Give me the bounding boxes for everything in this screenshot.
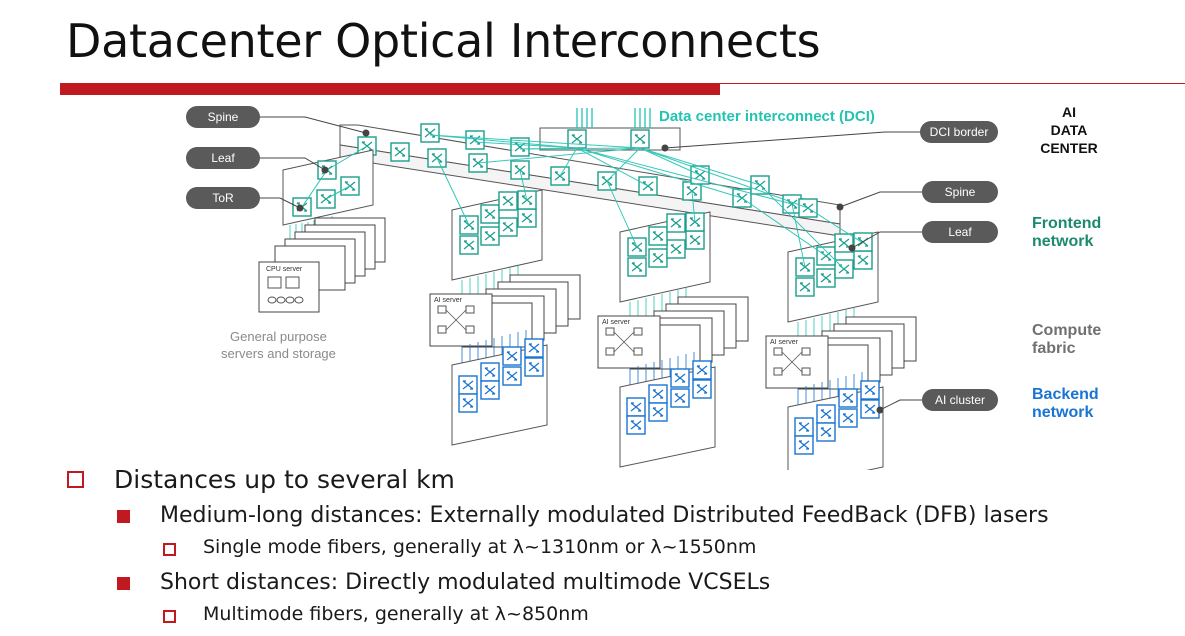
spine-plane — [339, 124, 841, 225]
pill-tor-left-label: ToR — [212, 191, 234, 205]
bullet-marker-l3 — [163, 543, 176, 556]
pill-tor-left: ToR — [186, 187, 260, 209]
title-underline-thick — [60, 84, 720, 95]
cpu-server-label: CPU server — [266, 266, 303, 273]
datacenter-network-diagram: CPU server AI server AI server — [186, 106, 998, 470]
pill-leaf-left: Leaf — [186, 147, 260, 169]
bullet-2: Medium-long distances: Externally modula… — [160, 503, 1049, 528]
pill-spine-right: Spine — [922, 181, 998, 203]
pill-leaf-right-label: Leaf — [948, 225, 972, 239]
bullet-marker-l1 — [67, 471, 84, 488]
compute-fabric-label: Compute fabric — [1032, 322, 1102, 357]
cpu-server-stack: CPU server — [258, 217, 386, 313]
dci-vertical-fibers — [576, 108, 651, 128]
backend-network-label: Backend network — [1032, 386, 1099, 421]
bullet-3: Single mode fibers, generally at λ~1310n… — [203, 536, 757, 558]
pill-leaf-left-label: Leaf — [211, 151, 235, 165]
ai-data-center-label: AI DATA CENTER — [1040, 104, 1098, 156]
pill-spine-left-label: Spine — [208, 110, 239, 124]
pill-dci-border: DCI border — [920, 121, 998, 143]
pill-spine-right-label: Spine — [945, 185, 976, 199]
slide-title: Datacenter Optical Interconnects — [66, 14, 821, 68]
pill-dci-border-label: DCI border — [930, 125, 989, 139]
pill-leaf-right: Leaf — [922, 221, 998, 243]
ai-pod-1: AI server — [429, 189, 581, 446]
dci-mesh — [429, 134, 809, 209]
bullet-4: Short distances: Directly modulated mult… — [160, 570, 771, 595]
pill-ai-cluster-label: AI cluster — [935, 393, 985, 407]
bullet-marker-l2 — [117, 510, 130, 523]
ai-server-label-3: AI server — [770, 339, 799, 346]
frontend-network-label: Frontend network — [1032, 215, 1102, 250]
ai-server-label-1: AI server — [434, 297, 463, 304]
general-purpose-label: General purpose servers and storage — [221, 329, 336, 361]
ai-server-label-2: AI server — [602, 319, 631, 326]
title-underline-thin — [60, 83, 1185, 84]
pill-ai-cluster: AI cluster — [922, 389, 998, 411]
bullet-marker-l2 — [117, 577, 130, 590]
ai-pod-2: AI server — [597, 211, 749, 468]
dci-label: Data center interconnect (DCI) — [659, 108, 875, 125]
pill-spine-left: Spine — [186, 106, 260, 128]
bullet-marker-l3 — [163, 610, 176, 623]
bullet-5: Multimode fibers, generally at λ~850nm — [203, 603, 589, 625]
bullet-1: Distances up to several km — [114, 465, 455, 494]
ai-pod-3: AI server — [765, 231, 917, 470]
